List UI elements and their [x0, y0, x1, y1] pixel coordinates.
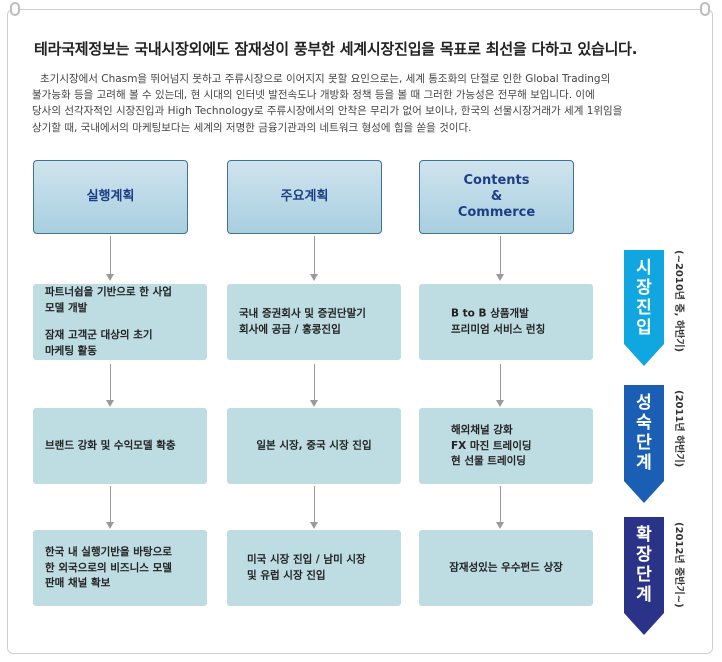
- intro-line: 불가능화 등을 고려해 볼 수 있는데, 현 시대의 인터넷 발전속도나 개방화…: [32, 89, 595, 102]
- cell-line: 해외채널 강화: [451, 423, 513, 436]
- cell-market-entry-execution: 파트너쉽을 기반으로 한 사업 모델 개발 잠재 고객군 대상의 초기 마케팅 …: [33, 284, 207, 360]
- cell-line: 한 외국으로의 비즈니스 모델: [45, 561, 172, 574]
- stage-label-char: 입: [636, 318, 652, 338]
- stage-label-char: 계: [636, 453, 652, 473]
- connector-arrowhead: [310, 274, 318, 281]
- header-line: 실행계획: [86, 189, 135, 204]
- intro-line: 당사의 선각자적인 시장진입과 High Technology로 주류시장에서의…: [32, 105, 623, 118]
- cell-market-entry-main: 국내 증권회사 및 증권단말기 회사에 공급 / 홍콩진입: [227, 284, 401, 360]
- cell-line: FX 마진 트레이딩: [451, 439, 532, 452]
- cell-market-entry-contents: B to B 상품개발 프리미엄 서비스 런칭: [419, 284, 593, 360]
- cell-maturity-main: 일본 시장, 중국 시장 진입: [227, 408, 401, 484]
- cell-line: 잠재성있는 우수펀드 상장: [449, 561, 563, 574]
- stage-arrow-tip: [624, 481, 664, 503]
- stage-label-char: 성: [636, 393, 652, 413]
- column-header-main-plan: 주요계획: [227, 160, 382, 234]
- stage-bar: 확 장 단 계: [624, 517, 664, 613]
- connector-line: [110, 486, 111, 522]
- cell-maturity-execution: 브랜드 강화 및 수익모델 확충: [33, 408, 207, 484]
- cell-line: 및 유럽 시장 진입: [247, 569, 326, 581]
- stage-label-char: 진: [636, 298, 652, 318]
- stage-label-char: 단: [636, 565, 652, 585]
- intro-line: 상기할 때, 국내에서의 마케팅보다는 세계의 저명한 금융기관과의 네트워크 …: [32, 121, 472, 134]
- stage-label-char: 장: [636, 278, 652, 298]
- cell-line: B to B 상품개발: [451, 307, 529, 320]
- connector-line: [314, 236, 315, 274]
- stage-period-note: (2011년 하반기): [673, 390, 718, 467]
- connector-arrowhead: [106, 274, 114, 281]
- frame-pin-right: [700, 2, 710, 16]
- cell-line: 회사에 공급 / 홍콩진입: [239, 323, 341, 335]
- header-line: Contents: [463, 173, 530, 188]
- connector-line: [110, 236, 111, 274]
- page-title: 테라국제정보는 국내시장외에도 잠재성이 풍부한 세계시장진입을 목표로 최선을…: [34, 40, 638, 58]
- cell-line: 프리미엄 서비스 런칭: [451, 323, 546, 335]
- stage-label-char: 숙: [636, 413, 652, 433]
- cell-expansion-main: 미국 시장 진입 / 남미 시장 및 유럽 시장 진입: [227, 530, 401, 606]
- connector-arrowhead: [496, 522, 504, 529]
- header-line: 주요계획: [280, 189, 329, 204]
- frame-pin-left: [10, 2, 20, 16]
- connector-line: [314, 486, 315, 522]
- column-header-execution-plan: 실행계획: [33, 160, 188, 234]
- connector-arrowhead: [310, 522, 318, 529]
- cell-line: 파트너쉽을 기반으로 한 사업: [45, 286, 172, 298]
- connector-arrowhead: [106, 400, 114, 407]
- cell-maturity-contents: 해외채널 강화 FX 마진 트레이딩 현 선물 트레이딩: [419, 408, 593, 484]
- intro-line: 초기시장에서 Chasm을 뛰어넘지 못하고 주류시장으로 이어지지 못할 요인…: [40, 73, 611, 85]
- stage-period-text: (~2010년 중, 하반기): [673, 250, 684, 353]
- stage-bar: 시 장 진 입: [624, 250, 664, 344]
- stage-period-note: (2012년 중반기~): [673, 522, 718, 608]
- cell-line: 한국 내 실행기반을 바탕으로: [45, 545, 172, 558]
- stage-arrow-tip: [624, 613, 664, 635]
- connector-line: [314, 364, 315, 400]
- stage-bar: 성 숙 단 계: [624, 385, 664, 481]
- cell-line: 국내 증권회사 및 증권단말기: [239, 307, 366, 320]
- stage-label-char: 장: [636, 545, 652, 565]
- connector-arrowhead: [310, 400, 318, 407]
- stage-arrow-tip: [624, 344, 664, 366]
- stage-label-char: 확: [636, 525, 652, 545]
- connector-line: [500, 486, 501, 522]
- stage-period-note: (~2010년 중, 하반기): [673, 250, 718, 352]
- cell-line: 마케팅 활동: [45, 344, 97, 357]
- connector-line: [500, 236, 501, 274]
- cell-line: 현 선물 트레이딩: [451, 454, 526, 467]
- cell-line: 일본 시장, 중국 시장 진입: [256, 439, 372, 452]
- connector-arrowhead: [106, 522, 114, 529]
- stage-label-char: 단: [636, 433, 652, 453]
- cell-expansion-execution: 한국 내 실행기반을 바탕으로 한 외국으로의 비즈니스 모델 판매 채널 확보: [33, 530, 207, 606]
- stage-period-text: (2011년 하반기): [673, 390, 684, 468]
- header-line: Commerce: [457, 205, 536, 220]
- header-line: &: [490, 189, 503, 204]
- cell-line: 판매 채널 확보: [45, 576, 111, 589]
- stage-label-char: 계: [636, 585, 652, 605]
- column-header-contents-commerce: Contents & Commerce: [419, 160, 574, 234]
- connector-line: [500, 364, 501, 400]
- intro-paragraph: 초기시장에서 Chasm을 뛰어넘지 못하고 주류시장으로 이어지지 못할 요인…: [32, 71, 692, 136]
- cell-line: 미국 시장 진입 / 남미 시장: [247, 553, 366, 566]
- connector-arrowhead: [496, 274, 504, 281]
- cell-expansion-contents: 잠재성있는 우수펀드 상장: [419, 530, 593, 606]
- cell-line: 브랜드 강화 및 수익모델 확충: [45, 439, 176, 452]
- cell-line: 모델 개발: [45, 301, 88, 314]
- stage-period-text: (2012년 중반기~): [673, 522, 684, 608]
- connector-line: [110, 364, 111, 400]
- cell-line: 잠재 고객군 대상의 초기: [45, 329, 153, 341]
- connector-arrowhead: [496, 400, 504, 407]
- stage-label-char: 시: [636, 258, 652, 278]
